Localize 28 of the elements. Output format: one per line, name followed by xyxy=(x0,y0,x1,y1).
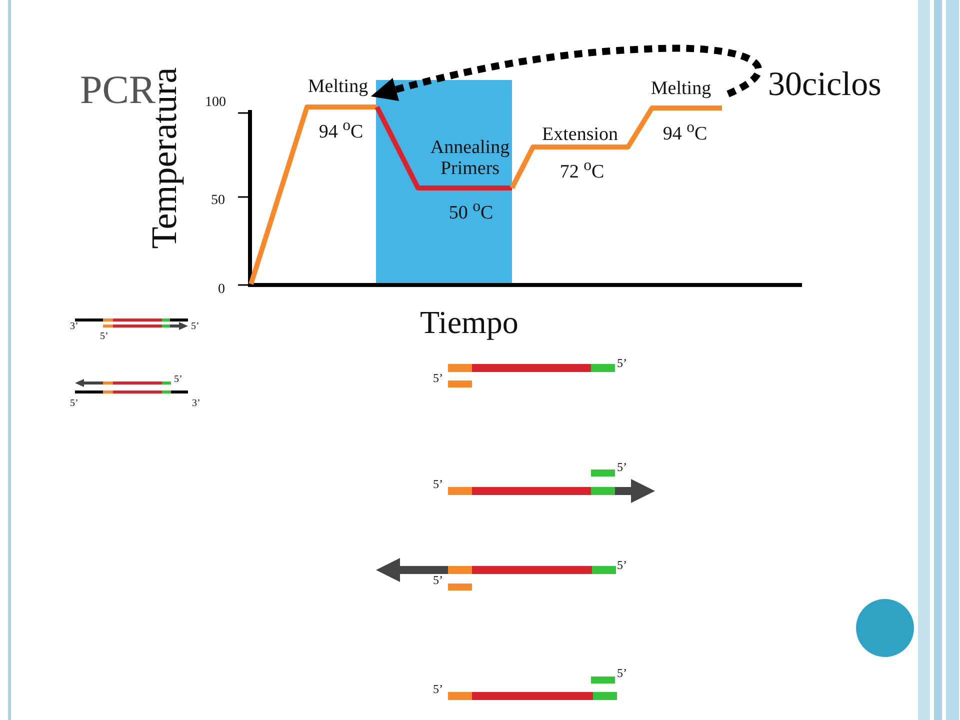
strand-end-label: 5’ xyxy=(100,331,108,342)
strand-end-label: 5’ xyxy=(433,574,443,588)
strand-end-label: 5’ xyxy=(174,374,182,385)
strand-end-label: 5’ xyxy=(433,372,443,386)
axis-tick-label: 100 xyxy=(205,95,226,110)
step-label: Annealing Primers xyxy=(429,138,511,180)
axis-tick-label: 50 xyxy=(211,193,225,208)
cycle-count-label: 30ciclos xyxy=(768,66,882,104)
temperature-label: 50 $^{o}$C xyxy=(448,198,494,224)
temperature-label: 72 $^{o}$C xyxy=(558,157,606,184)
strand-end-label: 3’ xyxy=(192,398,200,409)
step-label: Melting xyxy=(650,78,712,100)
strand-end-label: 3’ xyxy=(70,321,78,332)
strand-end-label: 5’ xyxy=(617,559,627,572)
axis-title: Tiempo xyxy=(420,305,518,340)
step-label: Extension xyxy=(541,125,619,146)
strand-end-label: 5’ xyxy=(617,357,627,370)
strand-end-label: 5’ xyxy=(191,321,200,332)
strand-end-label: 5’ xyxy=(433,478,443,492)
strand-end-label: 5’ xyxy=(617,667,627,680)
strand-end-label: 5’ xyxy=(433,683,443,696)
temperature-label: 94 $^{o}$C xyxy=(318,117,364,144)
strand-end-label: 5’ xyxy=(70,398,78,409)
step-label: Melting xyxy=(306,76,370,98)
temperature-label: 94 $^{o}$C xyxy=(662,119,708,146)
cycle-arrow xyxy=(370,44,762,102)
strand-end-label: 5’ xyxy=(617,461,627,474)
axis-tick-label: 0 xyxy=(218,282,225,298)
